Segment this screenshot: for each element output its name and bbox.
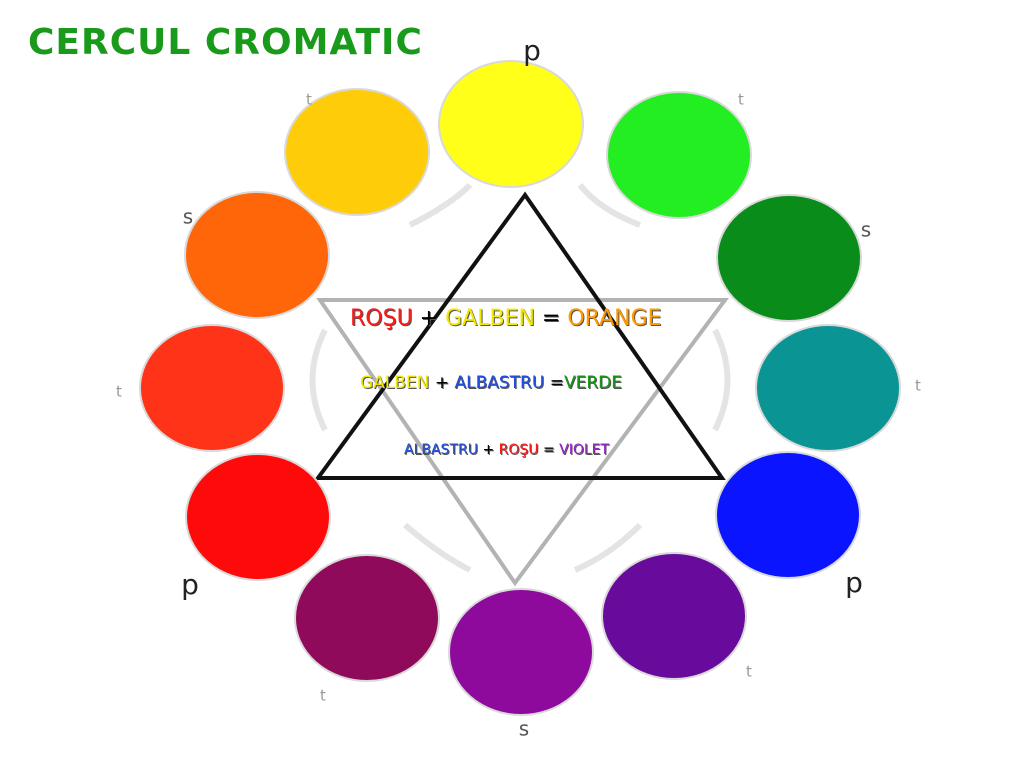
eq2-term-b: ALBASTRU	[454, 373, 545, 393]
wheel-label-2: t	[738, 91, 744, 109]
color-circle-8	[294, 554, 440, 682]
eq2-result: VERDE	[563, 373, 622, 393]
page-title: CERCUL CROMATIC	[28, 22, 423, 63]
wheel-label-8: t	[320, 687, 326, 705]
eq3-term-b: ROŞU	[498, 442, 539, 458]
wheel-label-7: s	[519, 717, 529, 741]
eq2-plus: +	[434, 373, 450, 393]
secondary-triangle	[316, 298, 729, 587]
wheel-label-1: p	[523, 34, 541, 67]
wheel-label-12: t	[306, 91, 312, 109]
color-circle-6	[601, 552, 747, 680]
primary-triangle	[314, 191, 726, 480]
wheel-label-9: p	[181, 568, 199, 601]
color-circle-3	[716, 194, 862, 322]
eq1-term-b: GALBEN	[445, 306, 535, 331]
wheel-label-3: s	[861, 218, 871, 242]
equation-blue-red: ALBASTRU + ROŞU = VIOLET	[404, 442, 609, 458]
eq2-term-a: GALBEN	[360, 373, 430, 393]
color-circle-10	[139, 324, 285, 452]
eq1-result: ORANGE	[567, 306, 662, 331]
color-circle-4	[755, 324, 901, 452]
decorative-arcs	[309, 182, 731, 573]
color-circle-5	[715, 451, 861, 579]
eq1-plus: +	[419, 306, 439, 331]
wheel-label-10: t	[116, 383, 122, 401]
color-circle-9	[185, 453, 331, 581]
eq2-equals: =	[549, 373, 564, 393]
color-circle-2	[606, 91, 752, 219]
wheel-label-5: p	[845, 566, 863, 599]
wheel-label-6: t	[746, 663, 752, 681]
eq1-equals: =	[541, 306, 561, 331]
eq1-term-a: ROŞU	[350, 306, 413, 331]
color-circle-7	[448, 588, 594, 716]
eq3-equals: =	[542, 442, 555, 458]
color-circle-11	[184, 191, 330, 319]
wheel-label-4: t	[915, 377, 921, 395]
equation-red-yellow: ROŞU + GALBEN = ORANGE	[350, 306, 662, 331]
eq3-result: VIOLET	[559, 442, 610, 458]
eq3-plus: +	[482, 442, 495, 458]
color-circle-12	[284, 88, 430, 216]
color-circle-1	[438, 60, 584, 188]
eq3-term-a: ALBASTRU	[404, 442, 478, 458]
equation-yellow-blue: GALBEN + ALBASTRU =VERDE	[360, 373, 622, 393]
wheel-label-11: s	[183, 205, 193, 229]
